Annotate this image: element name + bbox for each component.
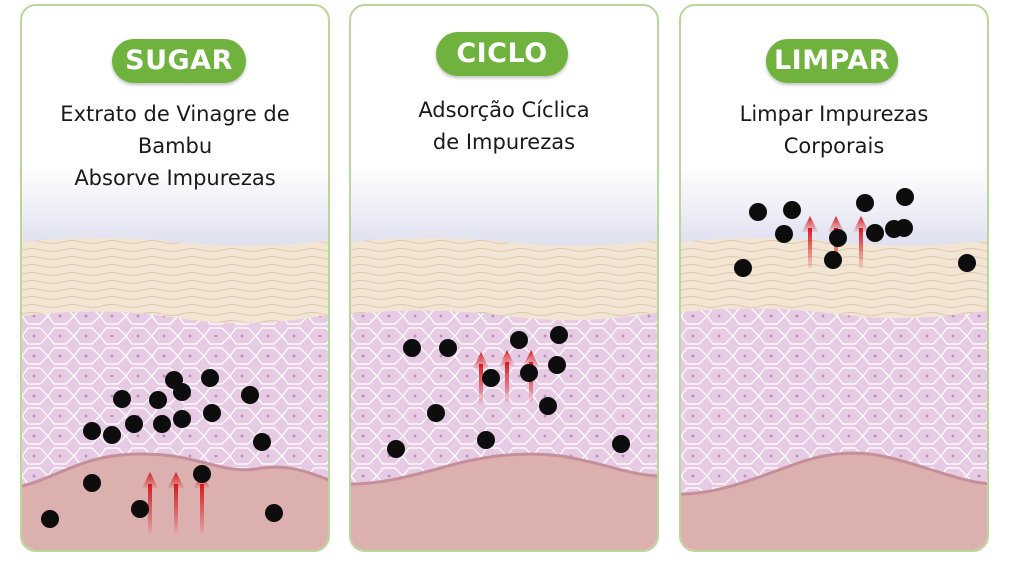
badge-sugar: SUGAR bbox=[112, 39, 246, 83]
skin-illustration bbox=[351, 166, 657, 550]
panel-sugar: SUGAR Extrato de Vinagre de Bambu Absorv… bbox=[20, 4, 330, 552]
caption-line: Adsorção Cíclica bbox=[418, 98, 590, 122]
caption-line: Corporais bbox=[783, 134, 885, 158]
caption: Limpar Impurezas Corporais bbox=[681, 98, 987, 162]
panel-limpar: LIMPAR Limpar Impurezas Corporais bbox=[679, 4, 989, 552]
caption-line: Absorve Impurezas bbox=[74, 166, 276, 190]
caption-line: Extrato de Vinagre de Bambu bbox=[60, 102, 290, 158]
up-arrows bbox=[802, 216, 869, 268]
impurity-dots bbox=[41, 369, 283, 528]
skin-illustration bbox=[681, 166, 987, 550]
caption: Adsorção Cíclica de Impurezas bbox=[351, 94, 657, 158]
caption-line: de Impurezas bbox=[432, 130, 576, 154]
impurity-dots bbox=[387, 326, 630, 458]
panel-ciclo: CICLO Adsorção Cíclica de Impurezas bbox=[349, 4, 659, 552]
badge-ciclo: CICLO bbox=[436, 32, 568, 76]
impurity-dots bbox=[734, 188, 976, 277]
badge-limpar: LIMPAR bbox=[766, 39, 898, 83]
caption-line: Limpar Impurezas bbox=[739, 102, 929, 126]
up-arrows bbox=[473, 350, 539, 404]
caption: Extrato de Vinagre de Bambu Absorve Impu… bbox=[22, 98, 328, 194]
skin-illustration bbox=[22, 166, 328, 550]
